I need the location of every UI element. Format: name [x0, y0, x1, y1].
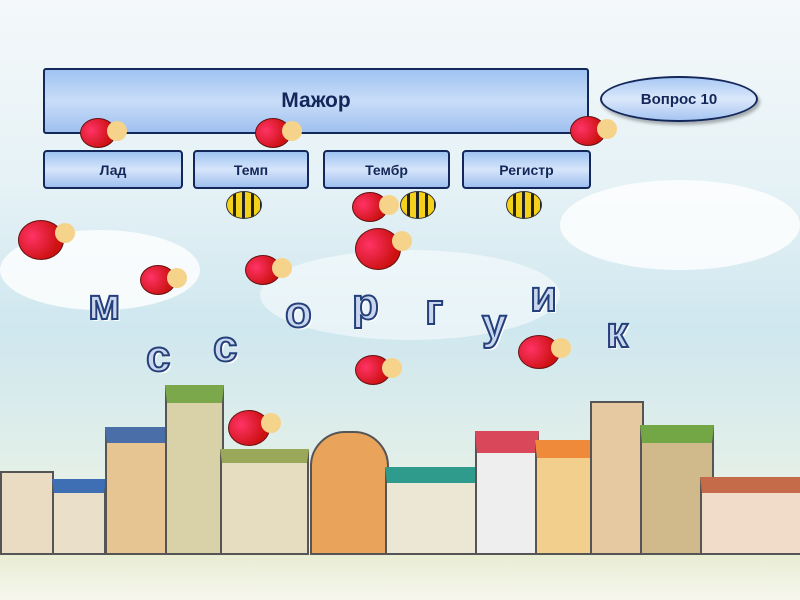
house — [310, 431, 389, 555]
letter-tile[interactable]: р — [351, 279, 380, 330]
letter-tile[interactable]: у — [481, 299, 508, 350]
house — [385, 467, 479, 555]
letter-tile[interactable]: и — [529, 271, 558, 322]
ladybug-icon — [18, 220, 75, 260]
bee-icon — [400, 191, 436, 219]
bee-icon — [226, 191, 262, 219]
answer-button-4[interactable]: Регистр — [462, 150, 591, 189]
ladybug-icon — [352, 192, 399, 222]
house — [0, 471, 54, 555]
ladybug-icon — [245, 255, 292, 285]
house — [475, 431, 539, 555]
letter-tile[interactable]: г — [424, 284, 444, 335]
house — [700, 477, 800, 555]
house — [220, 449, 309, 555]
letter-tile[interactable]: с — [212, 321, 239, 372]
house — [590, 401, 644, 555]
ladybug-icon — [518, 335, 571, 369]
letter-tile[interactable]: с — [145, 331, 172, 382]
answer-button-1[interactable]: Лад — [43, 150, 183, 189]
ladybug-icon — [228, 410, 281, 446]
cloud — [560, 180, 800, 270]
question-title: Мажор — [43, 68, 589, 134]
bee-icon — [506, 191, 542, 219]
ladybug-icon — [355, 228, 412, 270]
question-number-button[interactable]: Вопрос 10 — [600, 76, 758, 122]
house — [165, 385, 224, 555]
ladybug-icon — [80, 118, 127, 148]
ground — [0, 550, 800, 600]
cloud — [260, 250, 560, 340]
ladybug-icon — [355, 355, 402, 385]
letter-tile[interactable]: к — [605, 307, 629, 358]
ladybug-icon — [570, 116, 617, 146]
letter-tile[interactable]: о — [284, 287, 313, 338]
house — [105, 427, 169, 555]
letter-tile[interactable]: м — [87, 279, 122, 330]
ladybug-icon — [140, 265, 187, 295]
house — [52, 479, 106, 555]
ladybug-icon — [255, 118, 302, 148]
answer-button-2[interactable]: Темп — [193, 150, 309, 189]
answer-button-3[interactable]: Тембр — [323, 150, 450, 189]
